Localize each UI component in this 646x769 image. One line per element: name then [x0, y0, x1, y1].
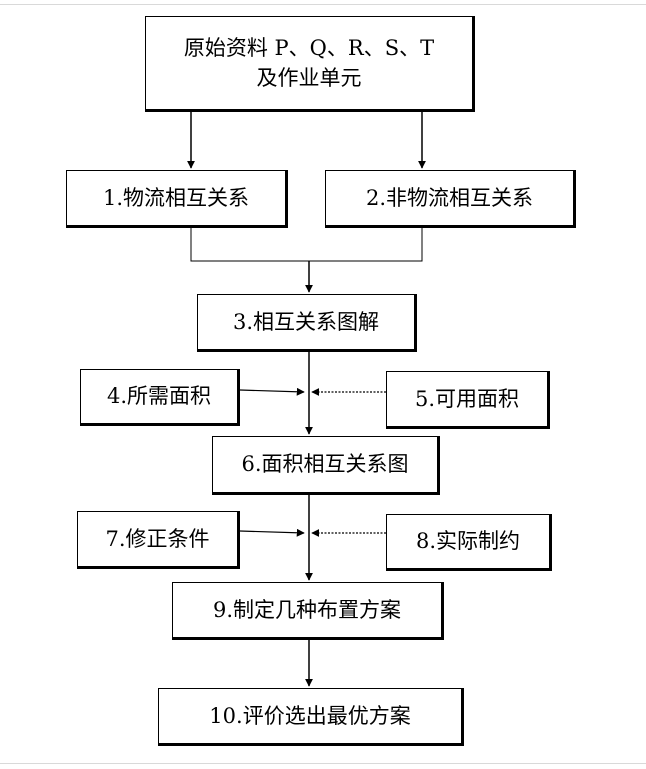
step-7-label: 7.修正条件	[105, 526, 210, 551]
page-bottom-rule	[0, 763, 646, 764]
step-3-relationship-diagram-box: 3.相互关系图解	[197, 294, 417, 352]
source-data-line-2: 及作业单元	[256, 66, 362, 90]
step-9-layout-alternatives-box: 9.制定几种布置方案	[172, 582, 444, 640]
step-4-required-area-box: 4.所需面积	[80, 369, 240, 426]
step-2-non-material-flow-box: 2.非物流相互关系	[325, 170, 576, 228]
source-data-box: 原始资料 P、Q、R、S、T 及作业单元	[145, 16, 475, 112]
step-8-practical-constraints-box: 8.实际制约	[386, 514, 552, 571]
arrow-step-4-input	[239, 387, 305, 396]
page-top-rule	[0, 4, 646, 5]
step-4-label: 4.所需面积	[106, 384, 212, 409]
step-5-available-area-box: 5.可用面积	[386, 371, 550, 429]
step-6-area-relationship-diagram-box: 6.面积相互关系图	[212, 436, 440, 495]
step-7-modifying-conditions-box: 7.修正条件	[77, 511, 240, 569]
step-6-label: 6.面积相互关系图	[241, 452, 409, 477]
step-1-material-flow-box: 1.物流相互关系	[66, 170, 288, 228]
step-8-label: 8.实际制约	[415, 529, 521, 554]
source-data-line-1: 原始资料 P、Q、R、S、T	[183, 35, 435, 60]
step-2-label: 2.非物流相互关系	[365, 185, 534, 210]
step-9-label: 9.制定几种布置方案	[212, 597, 402, 622]
step-3-label: 3.相互关系图解	[232, 309, 380, 334]
step-1-label: 1.物流相互关系	[102, 185, 250, 210]
arrow-step-7-input	[239, 528, 305, 537]
step-10-label: 10.评价选出最优方案	[209, 703, 411, 728]
step-5-label: 5.可用面积	[414, 386, 520, 411]
merge-line-steps-1-2	[190, 228, 423, 262]
step-10-evaluate-best-plan-box: 10.评价选出最优方案	[158, 688, 464, 746]
